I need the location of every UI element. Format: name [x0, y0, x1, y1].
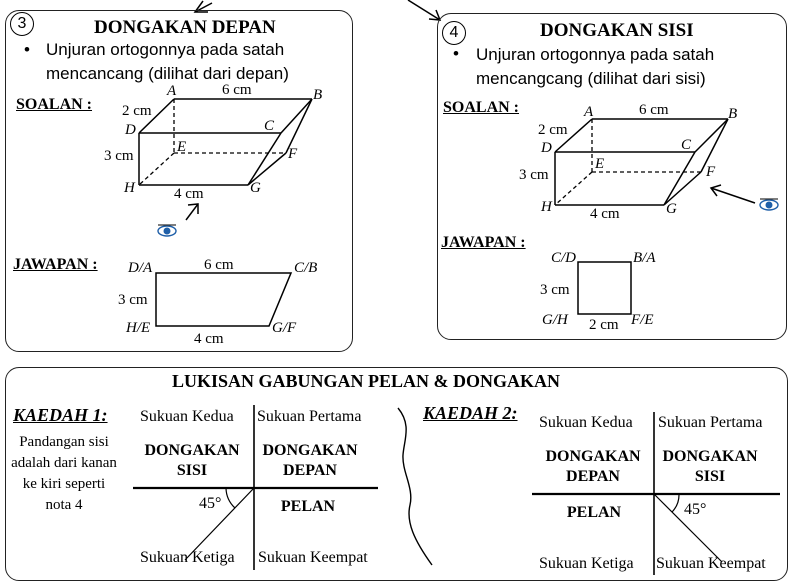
vertex-G: G	[250, 180, 261, 196]
vertex-B: B	[313, 87, 322, 103]
eye-icon	[157, 224, 177, 237]
answer-label: JAWAPAN :	[13, 256, 98, 273]
vertex-A: A	[583, 104, 594, 120]
panel-combined-drawing	[5, 367, 788, 581]
edge-BC	[694, 118, 729, 153]
method-2-title: KAEDAH 2:	[423, 403, 518, 423]
dim-length: 6 cm	[222, 82, 252, 98]
vertex-H: H	[123, 180, 136, 196]
quadrant-2-label: Sukuan Kedua	[539, 414, 633, 431]
plan-box: PELAN	[566, 504, 622, 521]
answer-dim-left: 3 cm	[118, 292, 148, 308]
dim-base: 4 cm	[174, 186, 204, 202]
dim-height: 3 cm	[104, 148, 134, 164]
edge-FG	[663, 171, 702, 206]
quadrant-3-label: Sukuan Ketiga	[539, 555, 634, 572]
description-line-2: mencangcang (dilihat dari sisi)	[476, 69, 706, 88]
edge-AD	[554, 118, 593, 153]
vertex-D: D	[540, 140, 552, 156]
bullet: •	[24, 40, 30, 59]
wavy-separator	[397, 407, 433, 566]
quadrant-4-label: Sukuan Keempat	[258, 549, 368, 566]
front-elevation-box: DONGAKAN DEPAN	[545, 448, 641, 485]
description-line-2: mencancang (dilihat dari depan)	[46, 64, 289, 83]
dim-width: 2 cm	[538, 122, 568, 138]
edge-AD	[138, 98, 175, 134]
answer-corner-bl: H/E	[125, 320, 150, 336]
hidden-edge-EH	[554, 171, 593, 206]
angle-arc-2	[671, 493, 680, 513]
answer-corner-tr: B/A	[633, 250, 656, 266]
vertex-C: C	[681, 137, 692, 153]
eye-icon	[759, 198, 779, 211]
panel-title: DONGAKAN DEPAN	[94, 17, 276, 38]
quadrant-1-label: Sukuan Pertama	[658, 414, 763, 431]
answer-corner-tl: C/D	[551, 250, 576, 266]
description-line-1: Unjuran ortogonnya pada satah	[46, 40, 285, 59]
angle-label: 45°	[199, 495, 222, 512]
dim-base: 4 cm	[590, 206, 620, 222]
answer-dim-top: 6 cm	[204, 257, 234, 273]
edge-BC	[280, 98, 313, 134]
answer-corner-tl: D/A	[127, 260, 153, 276]
answer-side-shape	[577, 261, 632, 315]
edge-FG	[247, 152, 287, 186]
quadrant-4-label: Sukuan Keempat	[656, 555, 766, 572]
answer-corner-bl: G/H	[542, 312, 569, 328]
answer-dim-bottom: 2 cm	[589, 317, 619, 333]
edge-BF	[285, 98, 313, 154]
edge-CG	[663, 151, 696, 206]
quadrant-1-label: Sukuan Pertama	[257, 408, 362, 425]
answer-corner-br: G/F	[272, 320, 297, 336]
description-line-1: Unjuran ortogonnya pada satah	[476, 45, 715, 64]
answer-label: JAWAPAN :	[441, 234, 526, 251]
question-label: SOALAN :	[443, 99, 520, 116]
side-elevation-box: DONGAKAN SISI	[662, 448, 758, 485]
quadrant-2-label: Sukuan Kedua	[140, 408, 234, 425]
answer-dim-left: 3 cm	[540, 282, 570, 298]
vertex-H: H	[540, 199, 553, 215]
answer-front-shape	[155, 272, 293, 327]
panel-number: 4	[442, 21, 466, 45]
vertex-F: F	[705, 164, 716, 180]
bullet: •	[453, 44, 459, 63]
answer-corner-br: F/E	[630, 312, 654, 328]
panel-title: DONGAKAN SISI	[540, 20, 694, 41]
vertex-C: C	[264, 118, 275, 134]
edge-CG	[247, 132, 282, 186]
angle-label: 45°	[684, 501, 707, 518]
panel-number: 3	[10, 12, 34, 36]
arrow-icon	[710, 187, 756, 204]
method-1-note: Pandangan sisi adalah dari kanan ke kiri…	[11, 434, 117, 513]
hidden-edge-EH	[138, 152, 175, 186]
diagonal-45-2	[653, 493, 723, 563]
front-elevation-box: DONGAKAN DEPAN	[262, 442, 358, 479]
dim-height: 3 cm	[519, 167, 549, 183]
angle-arc-1	[225, 487, 236, 509]
vertex-G: G	[666, 201, 677, 217]
panel-front-elevation	[5, 10, 353, 352]
dim-width: 2 cm	[122, 103, 152, 119]
edge-BF	[700, 118, 729, 173]
vertex-F: F	[287, 146, 298, 162]
diagonal-45-1	[184, 487, 255, 561]
vertex-E: E	[176, 139, 186, 155]
vertex-E: E	[594, 156, 604, 172]
vertex-A: A	[166, 83, 177, 99]
answer-dim-bottom: 4 cm	[194, 331, 224, 347]
combined-title: LUKISAN GABUNGAN PELAN & DONGAKAN	[172, 371, 561, 391]
question-label: SOALAN :	[16, 96, 93, 113]
method-1-title: KAEDAH 1:	[13, 405, 108, 425]
arrow-icon	[185, 203, 199, 221]
vertex-D: D	[124, 122, 136, 138]
panel-side-elevation	[437, 13, 787, 340]
plan-box: PELAN	[280, 498, 336, 515]
vertex-B: B	[728, 106, 737, 122]
answer-corner-tr: C/B	[294, 260, 317, 276]
side-elevation-box: DONGAKAN SISI	[144, 442, 240, 479]
dim-length: 6 cm	[639, 102, 669, 118]
